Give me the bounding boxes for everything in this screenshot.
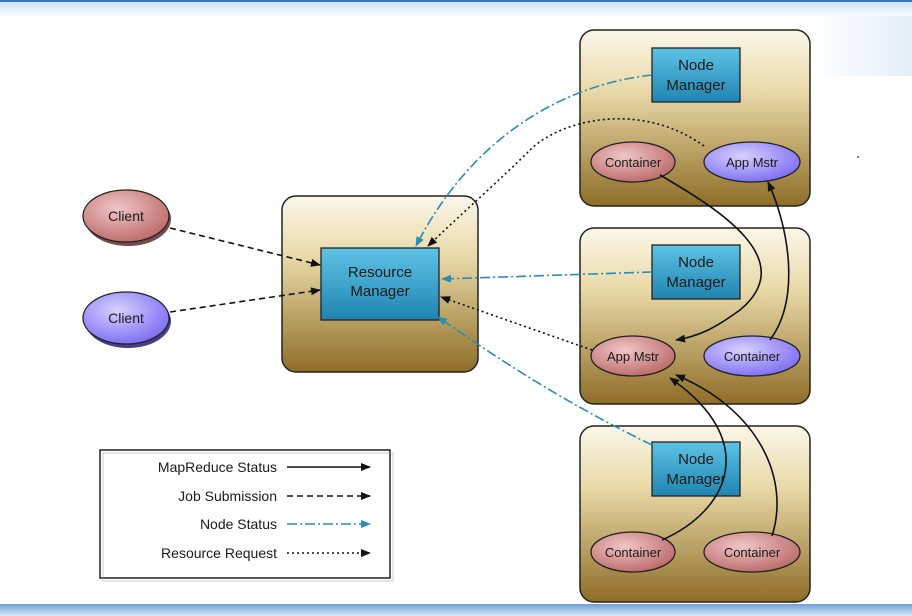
client-1-label: Client	[108, 208, 144, 224]
node-status-arrow-node-3	[437, 316, 653, 446]
node-manager-2-line1: Node	[678, 254, 714, 271]
node-3-container-a-label: Container	[605, 545, 662, 560]
mapreduce-status-arrow-container-to-app-master-2	[659, 174, 763, 343]
resource-manager-box: Resource Manager	[281, 195, 479, 373]
node-2-app-master-label: App Mstr	[607, 349, 660, 364]
mapreduce-status-arrow-container-to-app-master-1	[767, 181, 790, 341]
node-manager-1-line1: Node	[678, 57, 714, 74]
node-1-container: Container	[590, 141, 676, 183]
node-status-arrow-node-2	[441, 271, 653, 283]
resource-manager-label-line1: Resource	[348, 264, 412, 281]
job-submission-arrow-client-1	[169, 227, 321, 267]
node-status-arrow-node-1	[415, 74, 653, 247]
legend: MapReduce Status Job Submission Node Sta…	[99, 449, 394, 582]
node-1-app-master: App Mstr	[703, 141, 801, 183]
resource-manager-label-line2: Manager	[350, 283, 409, 300]
client-1: Client	[82, 189, 171, 246]
node-manager-3-line1: Node	[678, 451, 714, 468]
node-3-container-b-label: Container	[724, 545, 781, 560]
node-2-container: Container	[703, 335, 801, 377]
node-box-3: Node Manager	[579, 425, 811, 603]
client-2: Client	[82, 291, 171, 348]
window-top-right-shade	[812, 16, 912, 76]
client-2-label: Client	[108, 310, 144, 326]
resource-request-arrow-node-1	[427, 118, 705, 247]
node-1-app-master-label: App Mstr	[726, 155, 779, 170]
resource-request-arrow-node-2	[440, 296, 593, 351]
legend-resource-request-label: Resource Request	[161, 545, 277, 561]
legend-node-status-label: Node Status	[200, 516, 277, 532]
window-bottom-border	[0, 604, 912, 616]
stray-dot	[857, 156, 859, 158]
legend-job-submission-label: Job Submission	[178, 488, 277, 504]
legend-mapreduce-status-label: MapReduce Status	[158, 459, 277, 475]
node-3-container-b: Container	[703, 531, 801, 573]
node-2-container-label: Container	[724, 349, 781, 364]
node-manager-1-line2: Manager	[666, 77, 725, 94]
node-manager-2-line2: Manager	[666, 274, 725, 291]
window-top-border	[0, 0, 912, 18]
node-2-app-master: App Mstr	[590, 335, 676, 377]
node-3-container-a: Container	[590, 531, 676, 573]
job-submission-arrow-client-2	[169, 287, 321, 313]
node-manager-3-line2: Manager	[666, 471, 725, 488]
node-1-container-label: Container	[605, 155, 662, 170]
mapreduce-status-arrow-node-3-b	[675, 374, 778, 537]
node-box-2: Node Manager	[579, 227, 811, 405]
mapreduce-status-arrow-node-3-a	[661, 377, 727, 541]
